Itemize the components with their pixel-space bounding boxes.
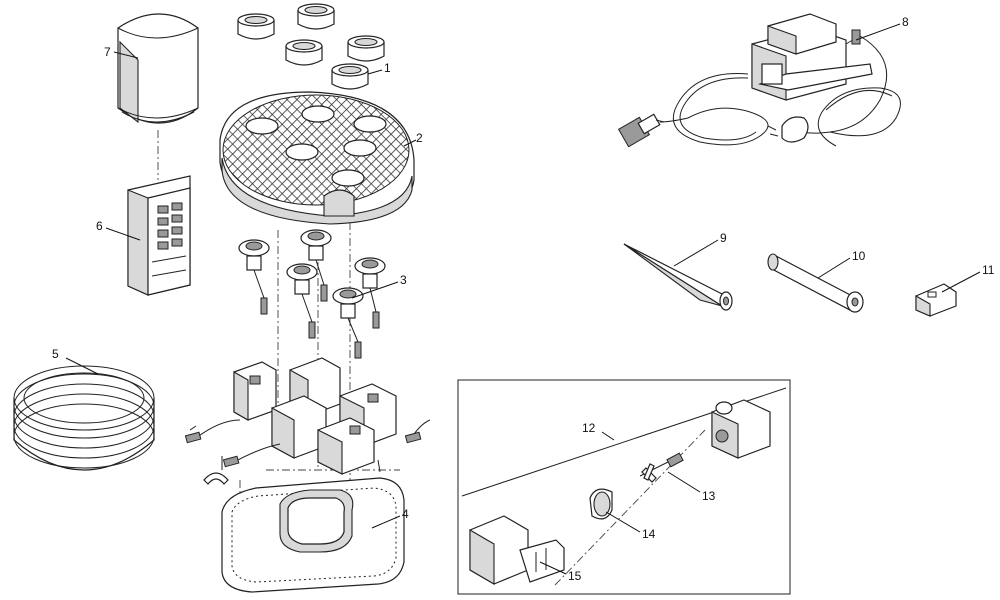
callout-4: 4 bbox=[402, 507, 409, 521]
callout-11: 11 bbox=[982, 263, 995, 277]
part-14-adapter bbox=[589, 488, 613, 520]
led-nozzle bbox=[354, 257, 386, 329]
led-nozzle bbox=[300, 229, 332, 302]
callout-13: 13 bbox=[702, 489, 716, 503]
mains-plug bbox=[767, 116, 809, 143]
leader-lines bbox=[65, 23, 981, 575]
part-8-transformer bbox=[617, 13, 901, 148]
transformer-cables bbox=[659, 35, 901, 147]
nozzle-ring bbox=[237, 13, 275, 40]
connector-plug bbox=[617, 113, 665, 148]
callout-3: 3 bbox=[400, 273, 407, 287]
callout-6: 6 bbox=[96, 219, 103, 233]
nozzle-ring bbox=[347, 35, 385, 62]
part-9-ground-spike bbox=[623, 243, 733, 311]
pump bbox=[233, 361, 277, 421]
part-3-led-nozzles bbox=[238, 229, 386, 359]
part-1-nozzle-rings bbox=[237, 3, 385, 90]
part-2-oval-lid bbox=[219, 91, 415, 225]
nozzle-ring bbox=[297, 3, 335, 30]
clamp bbox=[203, 456, 381, 485]
control-box-sockets bbox=[157, 202, 183, 250]
pump bbox=[271, 395, 327, 459]
nozzle-ring bbox=[285, 39, 323, 66]
detail-inset bbox=[457, 379, 791, 595]
callout-1: 1 bbox=[384, 61, 391, 75]
callout-9: 9 bbox=[720, 231, 727, 245]
callout-numbers: 1 2 3 4 5 6 7 8 9 10 11 12 13 14 15 bbox=[52, 15, 995, 583]
part-13-impeller bbox=[639, 452, 684, 483]
part-5-coiled-hose bbox=[13, 365, 155, 471]
pump-cluster bbox=[184, 357, 431, 485]
led-nozzle bbox=[286, 263, 318, 339]
part-4-base-plate bbox=[221, 477, 405, 593]
pump bbox=[317, 417, 375, 475]
pump-plugs bbox=[184, 419, 431, 468]
part-15-filter-housing bbox=[469, 515, 565, 585]
callout-5: 5 bbox=[52, 347, 59, 361]
led-nozzle bbox=[332, 287, 364, 359]
callout-15: 15 bbox=[568, 569, 582, 583]
callout-8: 8 bbox=[902, 15, 909, 29]
callout-7: 7 bbox=[104, 45, 111, 59]
led-nozzle bbox=[238, 239, 270, 315]
callout-2: 2 bbox=[416, 131, 423, 145]
part-7-cover bbox=[117, 13, 199, 124]
part-12-pump bbox=[711, 399, 771, 459]
part-6-control-box bbox=[127, 175, 191, 296]
part-10-tube bbox=[767, 253, 864, 313]
callout-14: 14 bbox=[642, 527, 656, 541]
callout-10: 10 bbox=[852, 249, 866, 263]
nozzle-ring bbox=[331, 63, 369, 90]
part-11-clip bbox=[915, 283, 957, 317]
callout-12: 12 bbox=[582, 421, 596, 435]
